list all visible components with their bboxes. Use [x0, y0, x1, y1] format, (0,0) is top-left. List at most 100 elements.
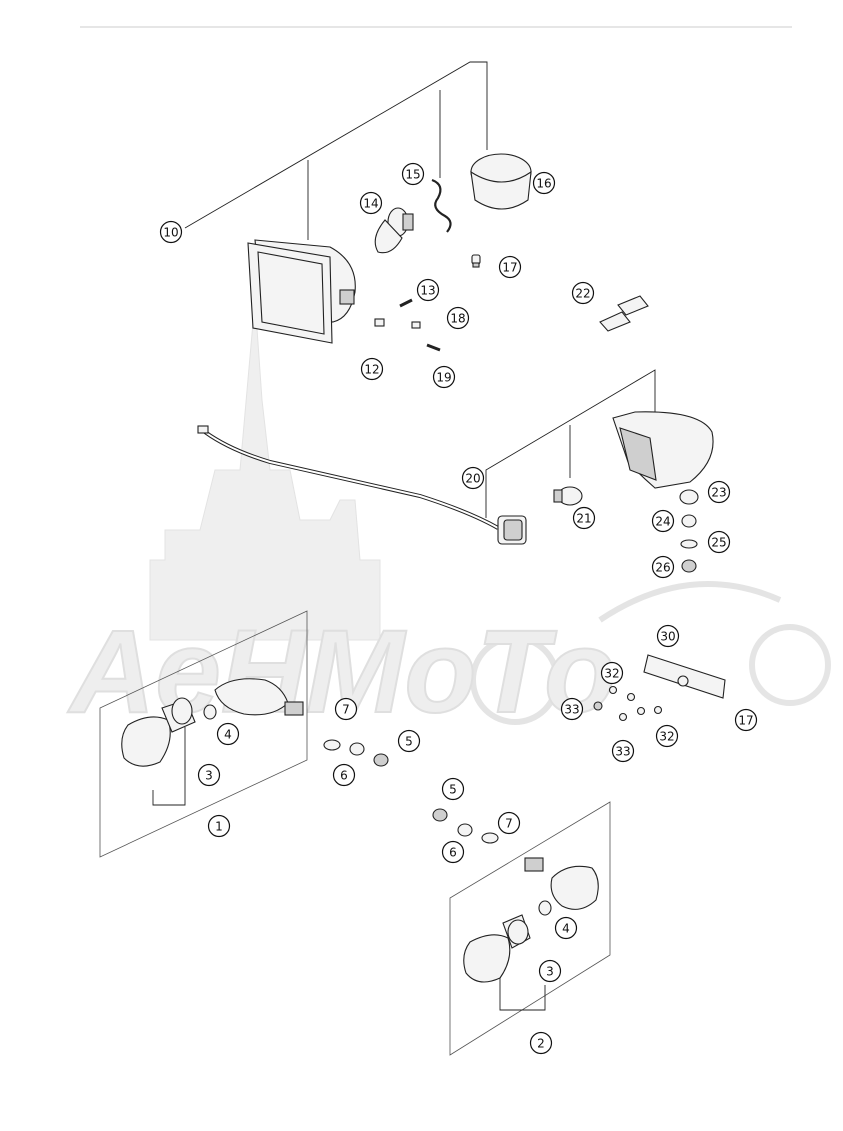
signal-body-right — [550, 865, 599, 910]
plate-light — [643, 654, 726, 699]
taillight-group — [197, 369, 747, 724]
callout-c4a: 4 — [216, 722, 240, 746]
callout-number: 30 — [660, 630, 675, 644]
callout-number: 13 — [420, 284, 435, 298]
spring-clip — [431, 178, 452, 233]
callout-number: 32 — [604, 667, 619, 681]
callout-c6a: 6 — [332, 763, 356, 787]
pads — [599, 295, 649, 332]
callout-number: 24 — [655, 515, 670, 529]
callout-c33a: 33 — [560, 697, 584, 721]
rubber-cap — [470, 153, 532, 210]
callout-c26: 26 — [651, 555, 675, 579]
callout-c4b: 4 — [554, 916, 578, 940]
callout-number: 4 — [562, 922, 570, 936]
callout-number: 4 — [224, 728, 232, 742]
nut-5b — [432, 808, 448, 822]
signal-stud-left — [284, 701, 304, 716]
callout-number: 33 — [564, 703, 579, 717]
lock-washer-6a — [349, 742, 365, 756]
callout-number: 17 — [502, 261, 517, 275]
callout-number: 3 — [205, 769, 213, 783]
callout-number: 18 — [450, 312, 465, 326]
callout-c32b: 32 — [655, 724, 679, 748]
callout-c17b: 17 — [734, 708, 758, 732]
callout-number: 6 — [340, 769, 348, 783]
watermark-cathedral-icon — [149, 299, 381, 641]
callout-c17a: 17 — [498, 255, 522, 279]
bulb-socket — [497, 515, 527, 545]
callout-c13: 13 — [416, 278, 440, 302]
callout-number: 21 — [576, 512, 591, 526]
callout-c16: 16 — [532, 171, 556, 195]
callout-labels: 1014151617131812192220212324252630323333… — [159, 162, 758, 1055]
callout-c3a: 3 — [197, 763, 221, 787]
callout-number: 6 — [449, 846, 457, 860]
callout-c25: 25 — [707, 530, 731, 554]
washer-7a — [323, 739, 341, 751]
callout-c33b: 33 — [611, 739, 635, 763]
callout-c2: 2 — [529, 1031, 553, 1055]
plate-hardware — [593, 685, 663, 722]
panel-frame-2 — [449, 801, 611, 1056]
callout-number: 33 — [615, 745, 630, 759]
callout-c21: 21 — [572, 506, 596, 530]
callout-c10: 10 — [159, 220, 183, 244]
callout-number: 12 — [364, 363, 379, 377]
leader-frame-10 — [184, 61, 488, 229]
callout-c12: 12 — [360, 357, 384, 381]
callout-c3b: 3 — [538, 959, 562, 983]
screw-19 — [426, 343, 441, 352]
callout-number: 7 — [342, 703, 350, 717]
callout-number: 15 — [405, 168, 420, 182]
watermark: AeHMoTo — [66, 299, 831, 739]
clip-12 — [374, 318, 385, 327]
callout-c19: 19 — [432, 365, 456, 389]
headlight-bulb — [374, 207, 414, 254]
callout-c5b: 5 — [441, 777, 465, 801]
callout-number: 2 — [537, 1037, 545, 1051]
watermark-motorcycle-icon — [470, 581, 831, 725]
bulb-right — [538, 900, 552, 916]
callout-c20: 20 — [461, 466, 485, 490]
callout-c1: 1 — [207, 814, 231, 838]
tail-bulb — [553, 486, 583, 506]
callout-c7b: 7 — [497, 811, 521, 835]
callout-c22: 22 — [571, 281, 595, 305]
callout-number: 10 — [163, 226, 178, 240]
callout-c5a: 5 — [397, 729, 421, 753]
callout-c18: 18 — [446, 306, 470, 330]
bulb-left — [203, 704, 217, 720]
callout-number: 5 — [449, 783, 457, 797]
turn-signal-left — [99, 610, 308, 858]
parking-bulb — [471, 254, 481, 268]
callout-c7a: 7 — [334, 697, 358, 721]
callout-number: 23 — [711, 486, 726, 500]
callout-number: 19 — [436, 371, 451, 385]
callout-number: 16 — [536, 177, 551, 191]
callout-number: 17 — [738, 714, 753, 728]
callout-c30: 30 — [656, 624, 680, 648]
callout-c6b: 6 — [441, 840, 465, 864]
callout-c14: 14 — [359, 191, 383, 215]
callout-number: 25 — [711, 536, 726, 550]
callout-c23: 23 — [707, 480, 731, 504]
nut-5a — [373, 753, 389, 767]
headlight-group — [184, 61, 649, 352]
signal-stud-right — [524, 857, 544, 872]
callout-number: 3 — [546, 965, 554, 979]
callout-c24: 24 — [651, 509, 675, 533]
callout-number: 5 — [405, 735, 413, 749]
callout-number: 26 — [655, 561, 670, 575]
lock-nut — [681, 559, 697, 573]
washer — [680, 539, 698, 549]
wire-terminal — [197, 425, 209, 434]
leader-frame-20 — [485, 369, 656, 518]
callout-number: 14 — [363, 197, 378, 211]
nut-18 — [411, 321, 421, 329]
taillight-housing — [612, 411, 714, 489]
callout-number: 1 — [215, 820, 223, 834]
bushing — [681, 514, 697, 528]
